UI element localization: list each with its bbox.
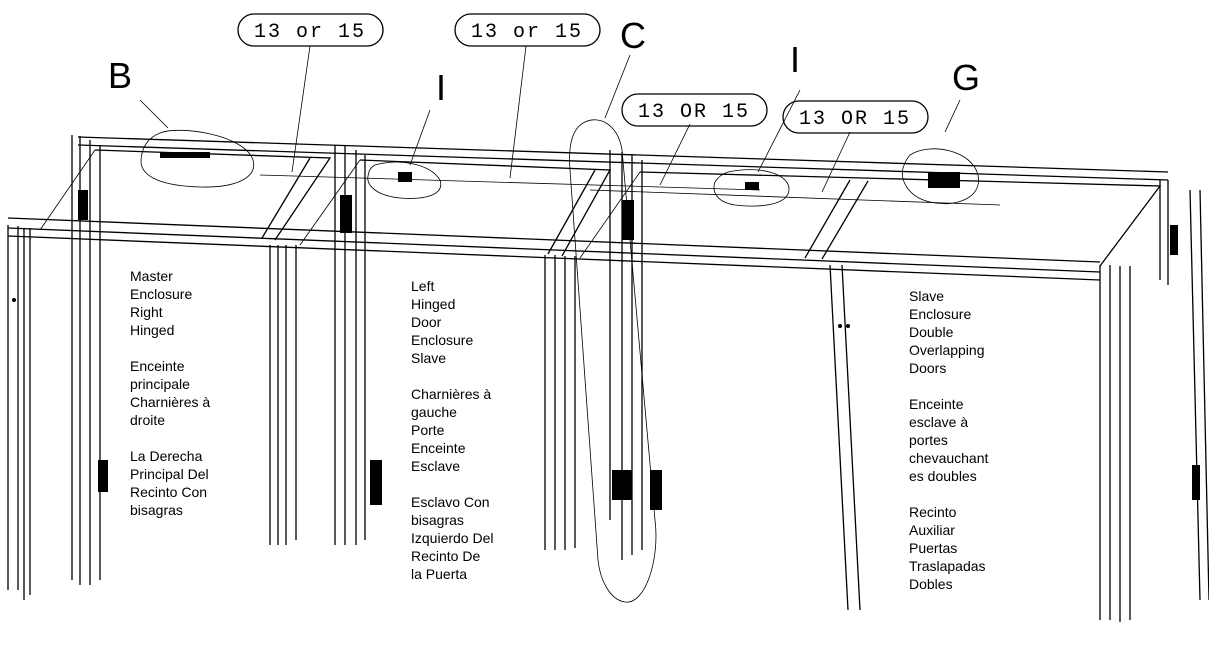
label-left-line: Esclavo Con	[411, 494, 490, 510]
label-left-line: Izquierdo Del	[411, 530, 494, 546]
label-slave-line: Enceinte	[909, 396, 964, 412]
label-left-line: Door	[411, 314, 442, 330]
callout-4: 13 OR 15	[782, 100, 929, 134]
hinges	[12, 190, 1200, 510]
label-left-line: bisagras	[411, 512, 464, 528]
letter-b: B	[108, 55, 132, 96]
letter-c: C	[620, 15, 646, 56]
label-left-line: Hinged	[411, 296, 455, 312]
letter-g: G	[952, 57, 980, 98]
label-left-line: Slave	[411, 350, 446, 366]
label-slave-line: Overlapping	[909, 342, 985, 358]
detail-c-loop	[569, 119, 657, 603]
detail-b-loop	[140, 130, 255, 188]
callout-2-text: 13 or 15	[471, 21, 583, 44]
label-master-line: droite	[130, 412, 165, 428]
label-left-hinged: Left Hinged Door Enclosure Slave Charniè…	[411, 278, 497, 582]
label-left-line: Esclave	[411, 458, 460, 474]
label-left-line: Enclosure	[411, 332, 473, 348]
detail-i1-loop	[367, 161, 442, 199]
label-slave-line: Auxiliar	[909, 522, 955, 538]
label-left-line: gauche	[411, 404, 457, 420]
callout-4-text: 13 OR 15	[799, 108, 911, 131]
label-master-line: Hinged	[130, 322, 174, 338]
label-master-line: Charnières à	[130, 394, 210, 410]
label-master-line: Enceinte	[130, 358, 185, 374]
label-slave: Slave Enclosure Double Overlapping Doors…	[909, 288, 992, 592]
label-slave-line: Dobles	[909, 576, 953, 592]
label-slave-line: chevauchant	[909, 450, 989, 466]
label-left-line: Recinto De	[411, 548, 480, 564]
label-master-line: bisagras	[130, 502, 183, 518]
label-master-line: Master	[130, 268, 173, 284]
letter-i1: I	[436, 67, 446, 108]
detail-g-loop	[901, 148, 979, 205]
letter-i2: I	[790, 39, 800, 80]
detail-loops	[140, 119, 979, 603]
label-master-line: principale	[130, 376, 190, 392]
label-slave-line: esclave à	[909, 414, 968, 430]
label-slave-line: Double	[909, 324, 954, 340]
label-left-line: Porte	[411, 422, 445, 438]
callout-3: 13 OR 15	[621, 93, 768, 127]
leader-lines	[139, 45, 961, 193]
label-master-line: Right	[130, 304, 163, 320]
label-slave-line: Puertas	[909, 540, 957, 556]
label-left-line: Enceinte	[411, 440, 466, 456]
label-master-line: La Derecha	[130, 448, 203, 464]
posts	[7, 135, 1209, 622]
label-slave-line: Traslapadas	[909, 558, 986, 574]
label-left-line: Charnières à	[411, 386, 491, 402]
label-slave-line: Doors	[909, 360, 946, 376]
label-slave-line: Recinto	[909, 504, 957, 520]
label-master-line: Recinto Con	[130, 484, 207, 500]
label-left-line: la Puerta	[411, 566, 467, 582]
label-slave-line: portes	[909, 432, 948, 448]
callout-3-text: 13 OR 15	[638, 101, 750, 124]
label-slave-line: Enclosure	[909, 306, 971, 322]
label-slave-line: es doubles	[909, 468, 977, 484]
label-master: Master Enclosure Right Hinged Enceinte p…	[130, 268, 214, 518]
label-slave-line: Slave	[909, 288, 944, 304]
label-master-line: Enclosure	[130, 286, 192, 302]
callout-2: 13 or 15	[454, 13, 601, 47]
callout-1: 13 or 15	[237, 13, 384, 47]
label-left-line: Left	[411, 278, 434, 294]
label-master-line: Principal Del	[130, 466, 209, 482]
top-frame	[7, 136, 1169, 281]
detail-i2-loop	[713, 169, 790, 207]
callout-1-text: 13 or 15	[254, 21, 366, 44]
